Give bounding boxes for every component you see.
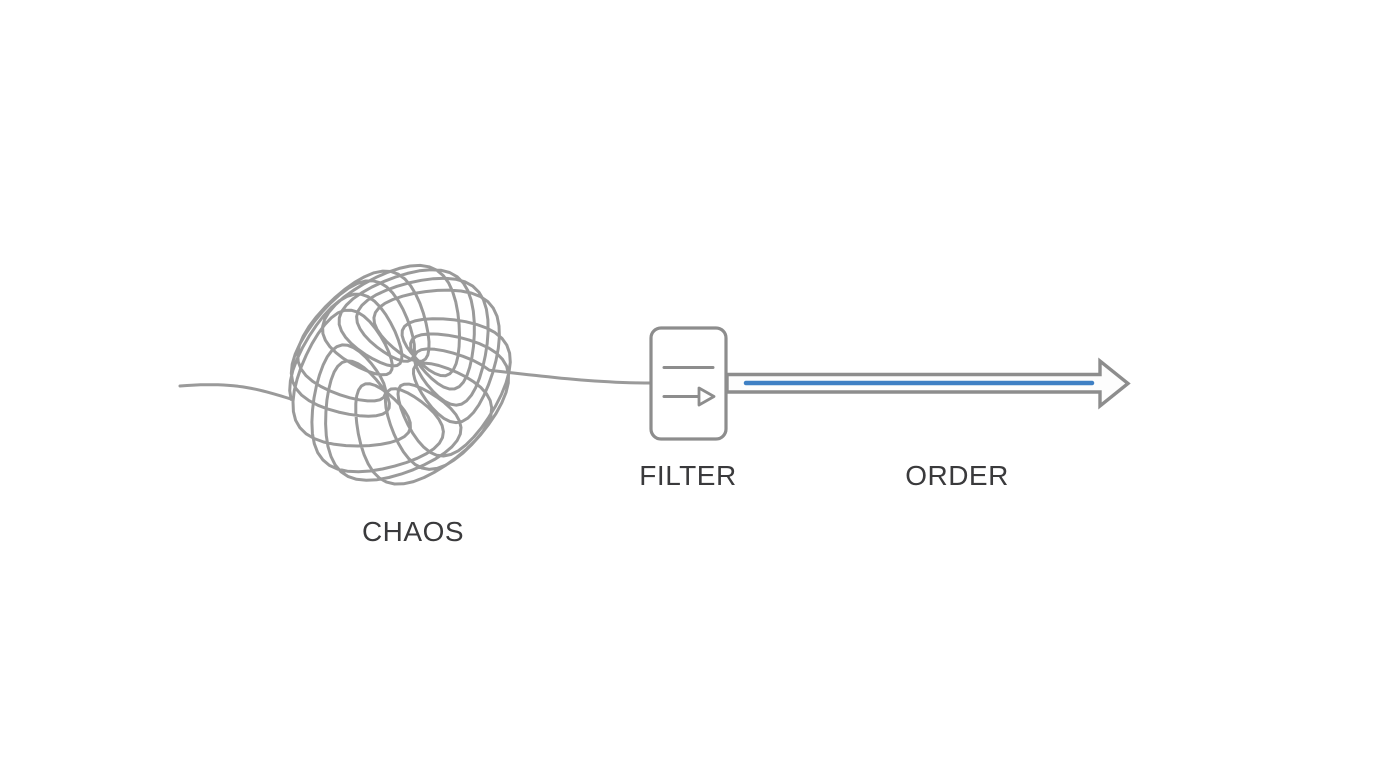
filter-label: FILTER <box>639 460 737 491</box>
filter-box-outline <box>649 326 728 441</box>
order-label: ORDER <box>905 460 1009 491</box>
filter-box <box>649 326 728 441</box>
order-arrow <box>725 357 1131 410</box>
chaos-scribble-line <box>178 263 654 486</box>
chaos-label: CHAOS <box>361 516 465 547</box>
filter-arrowhead-icon <box>697 386 716 407</box>
